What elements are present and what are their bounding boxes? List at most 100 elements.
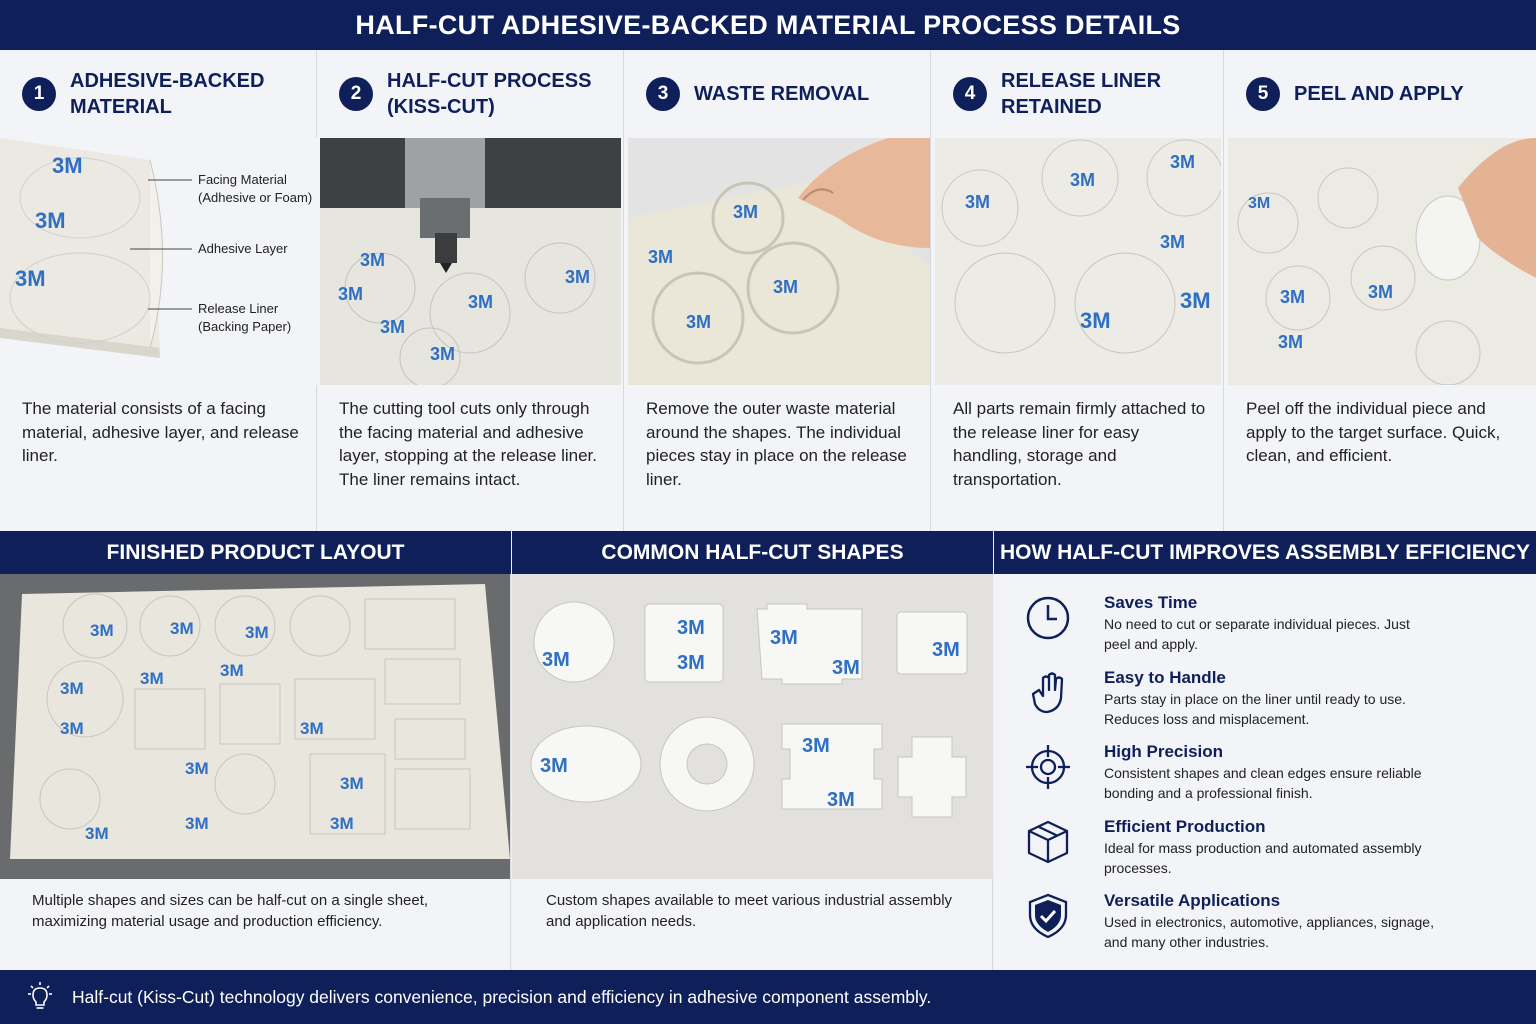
svg-text:3M: 3M bbox=[468, 292, 493, 312]
lightbulb-icon bbox=[28, 982, 52, 1009]
svg-text:3M: 3M bbox=[677, 652, 705, 674]
svg-text:3M: 3M bbox=[52, 153, 83, 178]
svg-text:3M: 3M bbox=[1070, 170, 1095, 190]
step-3: 3 WASTE REMOVAL 3M 3M 3M 3M Remove the o… bbox=[624, 50, 931, 531]
step-header: 3 WASTE REMOVAL bbox=[624, 50, 930, 138]
target-icon bbox=[1026, 745, 1070, 789]
step-title: WASTE REMOVAL bbox=[694, 83, 870, 105]
svg-text:3M: 3M bbox=[85, 824, 109, 843]
benefit-title: Efficient Production bbox=[1104, 817, 1266, 836]
svg-text:3M: 3M bbox=[430, 344, 455, 364]
benefit-title: Easy to Handle bbox=[1104, 668, 1226, 687]
footer-text: Half-cut (Kiss-Cut) technology delivers … bbox=[72, 986, 932, 1007]
svg-text:3M: 3M bbox=[1280, 287, 1305, 307]
common-shapes-header: COMMON HALF-CUT SHAPES bbox=[512, 531, 993, 574]
step-title: PEEL AND APPLY bbox=[1294, 83, 1464, 105]
svg-text:3M: 3M bbox=[1160, 232, 1185, 252]
benefit-efficient-production: Efficient Production Ideal for mass prod… bbox=[1025, 817, 1525, 879]
svg-text:3M: 3M bbox=[330, 814, 354, 833]
svg-text:3M: 3M bbox=[15, 266, 46, 291]
svg-text:3M: 3M bbox=[380, 317, 405, 337]
step-2: 2 HALF-CUT PROCESS(KISS-CUT) 3M 3M 3M 3 bbox=[317, 50, 624, 531]
svg-text:3M: 3M bbox=[140, 669, 164, 688]
step-5: 5 PEEL AND APPLY 3M 3M 3M 3M Peel off th… bbox=[1224, 50, 1536, 531]
svg-text:3M: 3M bbox=[360, 250, 385, 270]
efficiency-panel bbox=[994, 574, 1536, 970]
step-description: All parts remain firmly attached to the … bbox=[953, 399, 1206, 489]
finished-layout-header: FINISHED PRODUCT LAYOUT bbox=[0, 531, 511, 574]
svg-text:3M: 3M bbox=[827, 789, 855, 811]
svg-text:3M: 3M bbox=[1278, 332, 1303, 352]
step-number: 4 bbox=[953, 77, 987, 111]
benefit-easy-handle: Easy to Handle Parts stay in place on th… bbox=[1025, 668, 1525, 730]
svg-text:3M: 3M bbox=[338, 284, 363, 304]
benefit-versatile: Versatile Applications Used in electroni… bbox=[1025, 891, 1525, 953]
svg-text:3M: 3M bbox=[35, 208, 66, 233]
svg-text:3M: 3M bbox=[540, 755, 568, 777]
svg-text:3M: 3M bbox=[185, 759, 209, 778]
efficiency-header: HOW HALF-CUT IMPROVES ASSEMBLY EFFICIENC… bbox=[994, 531, 1536, 574]
benefit-text: No need to cut or separate individual pi… bbox=[1104, 616, 1410, 652]
step-header: 2 HALF-CUT PROCESS(KISS-CUT) bbox=[317, 50, 623, 138]
svg-text:3M: 3M bbox=[1180, 288, 1211, 313]
svg-text:3M: 3M bbox=[1170, 152, 1195, 172]
svg-text:3M: 3M bbox=[170, 619, 194, 638]
benefit-title: Versatile Applications bbox=[1104, 891, 1281, 910]
clock-icon bbox=[1026, 596, 1070, 640]
benefit-text: Consistent shapes and clean edges ensure… bbox=[1104, 765, 1422, 801]
benefit-text: Parts stay in place on the liner until r… bbox=[1104, 691, 1406, 727]
step-number: 5 bbox=[1246, 77, 1280, 111]
release-liner-photo: 3M 3M 3M 3M 3M 3M bbox=[935, 138, 1221, 385]
callout-adhesive: Adhesive Layer bbox=[198, 241, 288, 256]
svg-text:3M: 3M bbox=[340, 774, 364, 793]
callout-liner: Release Liner (Backing Paper) bbox=[198, 301, 292, 334]
step-description: The cutting tool cuts only through the f… bbox=[339, 399, 597, 489]
cutting-machine-photo: 3M 3M 3M 3M 3M 3M bbox=[320, 138, 621, 385]
svg-text:3M: 3M bbox=[542, 649, 570, 671]
svg-text:3M: 3M bbox=[773, 277, 798, 297]
benefit-title: Saves Time bbox=[1104, 593, 1198, 612]
step-description: Remove the outer waste material around t… bbox=[646, 399, 907, 489]
svg-text:3M: 3M bbox=[802, 735, 830, 757]
svg-text:3M: 3M bbox=[300, 719, 324, 738]
svg-text:3M: 3M bbox=[832, 657, 860, 679]
shield-check-icon bbox=[1028, 893, 1068, 939]
svg-text:3M: 3M bbox=[686, 312, 711, 332]
benefit-saves-time: Saves Time No need to cut or separate in… bbox=[1025, 593, 1525, 655]
page-title: HALF-CUT ADHESIVE-BACKED MATERIAL PROCES… bbox=[355, 9, 1181, 40]
step-number: 3 bbox=[646, 77, 680, 111]
svg-text:3M: 3M bbox=[677, 617, 705, 639]
svg-text:3M: 3M bbox=[965, 192, 990, 212]
step-description: Peel off the individual piece and apply … bbox=[1246, 399, 1501, 465]
svg-text:3M: 3M bbox=[565, 267, 590, 287]
peel-apply-photo: 3M 3M 3M 3M bbox=[1228, 138, 1536, 385]
material-layers-photo: 3M 3M 3M Facing Material (Adhesive or Fo… bbox=[0, 138, 317, 385]
svg-text:3M: 3M bbox=[932, 639, 960, 661]
shapes-caption: Custom shapes available to meet various … bbox=[546, 892, 953, 930]
benefit-precision: High Precision Consistent shapes and cle… bbox=[1025, 742, 1525, 804]
step-title: HALF-CUT PROCESS(KISS-CUT) bbox=[387, 70, 592, 118]
title-bar: HALF-CUT ADHESIVE-BACKED MATERIAL PROCES… bbox=[0, 0, 1536, 50]
footer-bar: Half-cut (Kiss-Cut) technology delivers … bbox=[0, 970, 1536, 1024]
benefit-text: Ideal for mass production and automated … bbox=[1104, 840, 1422, 876]
svg-text:3M: 3M bbox=[60, 679, 84, 698]
callout-facing: Facing Material (Adhesive or Foam) bbox=[198, 172, 313, 205]
svg-text:3M: 3M bbox=[1368, 282, 1393, 302]
benefit-text: Used in electronics, automotive, applian… bbox=[1104, 914, 1434, 950]
step-description: The material consists of a facing materi… bbox=[22, 399, 299, 465]
svg-text:3M: 3M bbox=[185, 814, 209, 833]
svg-text:3M: 3M bbox=[90, 621, 114, 640]
layout-caption: Multiple shapes and sizes can be half-cu… bbox=[32, 892, 429, 930]
svg-text:3M: 3M bbox=[1248, 195, 1270, 212]
svg-text:3M: 3M bbox=[733, 202, 758, 222]
step-number: 2 bbox=[339, 77, 373, 111]
